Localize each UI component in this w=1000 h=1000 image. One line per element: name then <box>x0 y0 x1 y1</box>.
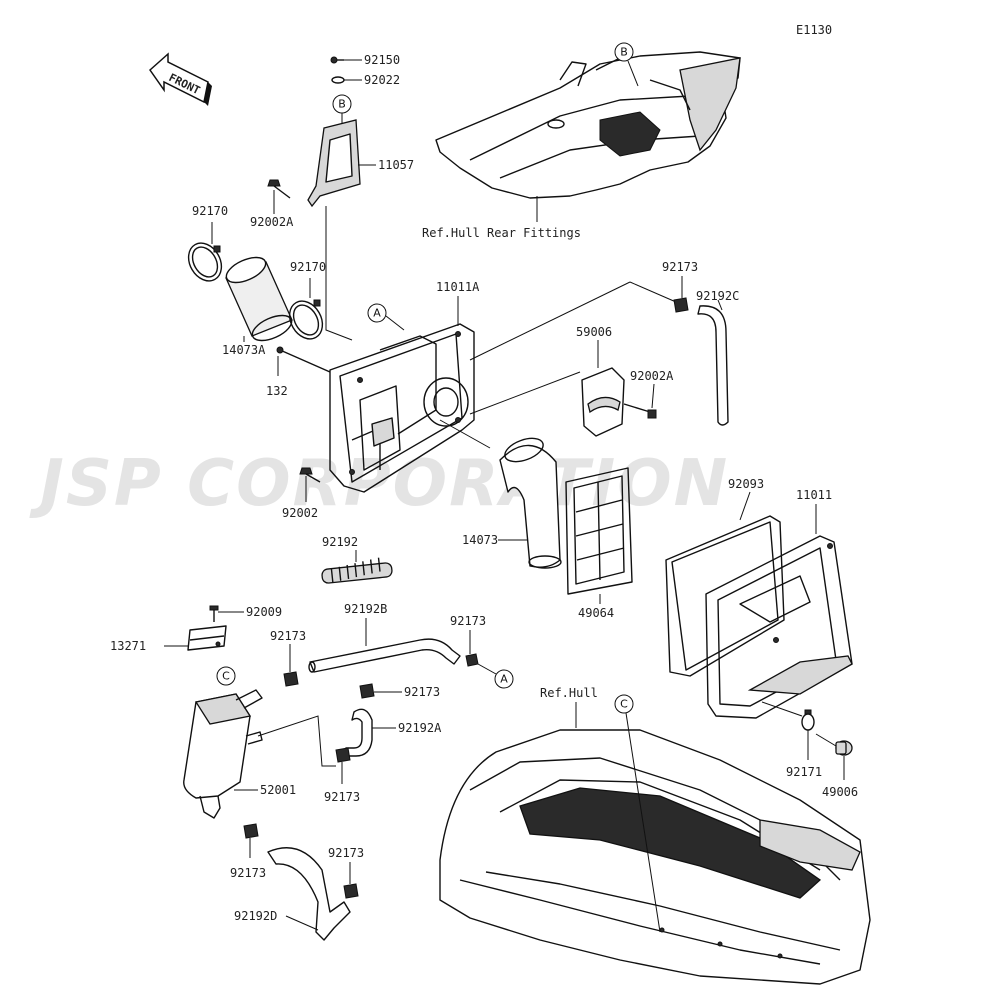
ref-hull-label: Ref.Hull <box>540 686 598 700</box>
callout-c-tank <box>216 666 236 686</box>
hose-92192b-drawing <box>308 638 461 673</box>
callout-b-hull-label: B <box>620 46 628 59</box>
clamp-92170-right-icon <box>288 299 324 340</box>
callout-b-hull <box>614 42 634 62</box>
part-label-59006: 59006 <box>576 325 612 339</box>
clamp-92173-e-icon <box>243 823 259 839</box>
part-label-92170-left: 92170 <box>192 204 228 218</box>
part-label-11011: 11011 <box>796 488 832 502</box>
part-label-92022: 92022 <box>364 73 400 87</box>
clamp-92173-f-icon <box>343 883 359 899</box>
hull-drawing <box>439 729 871 985</box>
clip-92171-icon <box>801 709 815 731</box>
washer-92022-icon <box>331 76 345 84</box>
hull-rear-fittings-drawing <box>435 51 741 199</box>
watermark: JSP CORPORATION <box>29 447 729 521</box>
part-label-11057: 11057 <box>378 158 414 172</box>
diagram-code: E1130 <box>796 23 832 37</box>
part-label-14073: 14073 <box>462 533 498 547</box>
part-label-92173-top: 92173 <box>662 260 698 274</box>
part-label-13271: 13271 <box>110 639 146 653</box>
bolt-92002-icon <box>299 467 321 483</box>
hose-92192c-drawing <box>697 305 729 426</box>
callout-a-top <box>367 303 387 323</box>
part-label-92192c: 92192C <box>696 289 739 303</box>
screw-92009-icon <box>209 605 219 622</box>
part-label-11011a: 11011A <box>436 280 480 294</box>
part-label-92192a: 92192A <box>398 721 442 735</box>
callout-a-hose <box>494 669 514 689</box>
clamp-92173-top-icon <box>673 297 689 313</box>
part-label-14073a: 14073A <box>222 343 266 357</box>
ref-hull-rear-fittings-label: Ref.Hull Rear Fittings <box>422 226 581 240</box>
clamp-92170-left-icon <box>187 242 223 282</box>
part-label-92009: 92009 <box>246 605 282 619</box>
hose-92192a-drawing <box>345 708 373 757</box>
part-label-92173-f: 92173 <box>328 846 364 860</box>
filter-element-49064-drawing <box>565 467 633 595</box>
clamp-92173-c-icon <box>359 683 375 699</box>
part-label-49006: 49006 <box>822 785 858 799</box>
part-label-92173-a: 92173 <box>450 614 486 628</box>
bolt-92002a-top-icon <box>267 179 291 199</box>
clamp-92173-b-icon <box>283 671 299 687</box>
callout-c-hull-label: C <box>620 698 628 711</box>
callout-b-bracket-label: B <box>338 98 346 111</box>
air-box-cover-11011-drawing <box>705 535 853 719</box>
gasket-92093-drawing <box>665 515 785 677</box>
part-label-92170-right: 92170 <box>290 260 326 274</box>
part-label-132: 132 <box>266 384 288 398</box>
elbow-duct-14073-drawing <box>499 437 562 569</box>
part-label-92192: 92192 <box>322 535 358 549</box>
callout-a-top-label: A <box>373 307 381 320</box>
part-label-92173-e: 92173 <box>230 866 266 880</box>
clamp-92173-d-icon <box>335 747 351 763</box>
duct-14073a-drawing <box>225 256 293 342</box>
part-label-92173-d: 92173 <box>324 790 360 804</box>
part-label-92173-b: 92173 <box>270 629 306 643</box>
bolt-92150-icon <box>330 56 344 64</box>
part-label-92002a-top: 92002A <box>250 215 294 229</box>
part-label-92002a-right: 92002A <box>630 369 674 383</box>
air-box-case-11011a-drawing <box>329 323 475 493</box>
water-box-52001-drawing <box>183 689 263 819</box>
part-label-52001: 52001 <box>260 783 296 797</box>
front-arrow-icon: FRONT <box>149 52 212 106</box>
bolt-132-icon <box>276 346 331 373</box>
part-label-92150: 92150 <box>364 53 400 67</box>
bolt-92002a-right-icon <box>623 403 657 419</box>
cap-49006-icon <box>835 740 853 756</box>
callout-c-tank-label: C <box>222 670 230 683</box>
part-label-92192b: 92192B <box>344 602 387 616</box>
bracket-11057-drawing <box>307 119 361 208</box>
hose-92192-drawing <box>321 557 393 584</box>
part-label-92173-c: 92173 <box>404 685 440 699</box>
callout-a-hose-label: A <box>500 673 508 686</box>
part-label-92171: 92171 <box>786 765 822 779</box>
part-label-92002: 92002 <box>282 506 318 520</box>
part-label-92192d: 92192D <box>234 909 277 923</box>
callout-b-bracket <box>332 94 352 114</box>
part-label-92093: 92093 <box>728 477 764 491</box>
part-label-49064: 49064 <box>578 606 614 620</box>
hose-92192d-drawing <box>267 847 351 941</box>
bracket-13271-drawing <box>187 625 227 651</box>
callout-c-hull <box>614 694 634 714</box>
clamp-92173-a-icon <box>465 653 479 667</box>
cover-59006-drawing <box>581 367 625 437</box>
